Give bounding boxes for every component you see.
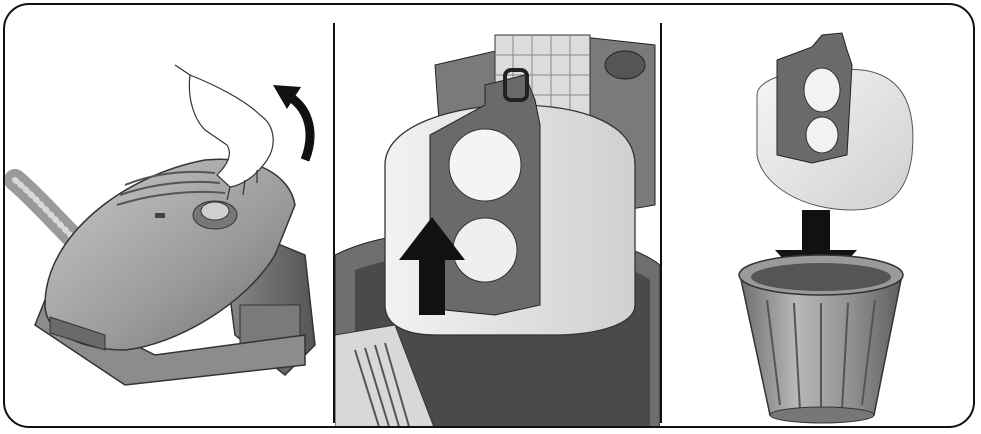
panel-step-3 [662,5,975,426]
instruction-illustration-frame [3,3,975,428]
dust-bag-disposal-illustration [662,5,975,426]
vacuum-open-lid-illustration [5,5,333,426]
panel-step-2 [335,5,660,426]
waste-bin [739,255,903,423]
panel-step-1 [5,5,333,426]
rotate-arrow-icon [273,85,310,160]
dust-bag-removal-illustration [335,5,660,426]
